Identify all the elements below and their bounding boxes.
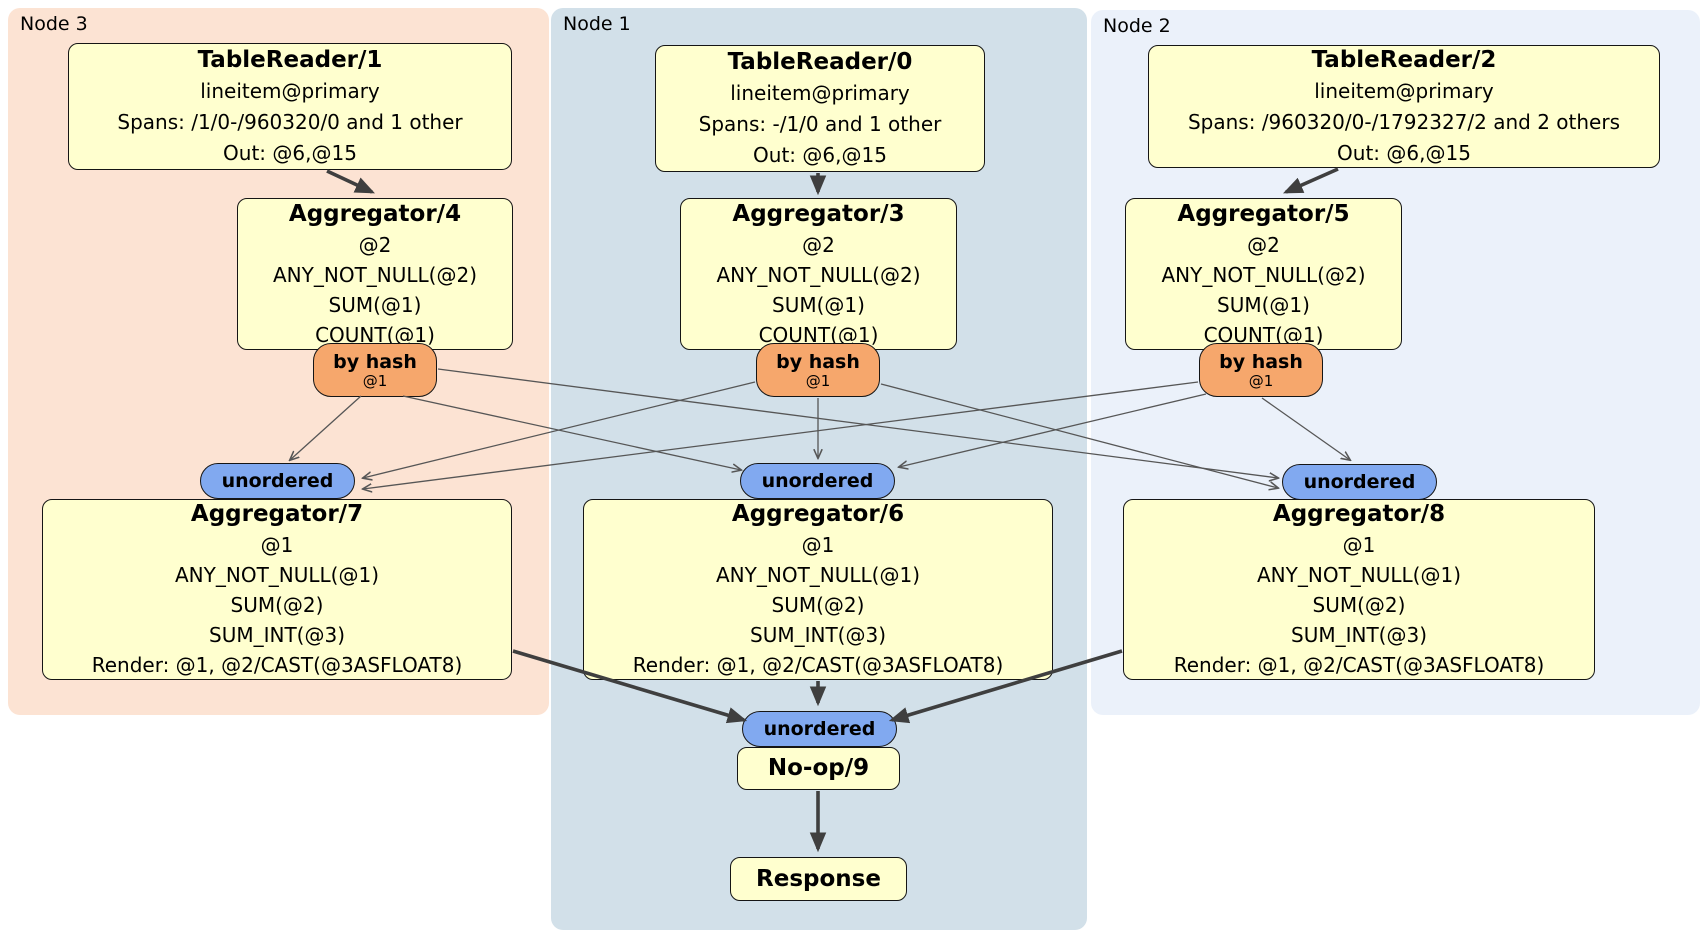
node-title: Aggregator/6 xyxy=(731,501,905,527)
node-aggregator-3: Aggregator/3 @2 ANY_NOT_NULL(@2) SUM(@1)… xyxy=(680,198,957,350)
node-title: Aggregator/5 xyxy=(1177,200,1350,227)
node-title: TableReader/0 xyxy=(727,48,913,75)
node-title: Aggregator/3 xyxy=(732,200,905,227)
region-label-node2: Node 2 xyxy=(1103,15,1171,37)
node-tablereader-2: TableReader/2 lineitem@primary Spans: /9… xyxy=(1148,45,1660,168)
node-aggregator-7: Aggregator/7 @1 ANY_NOT_NULL(@1) SUM(@2)… xyxy=(42,499,512,680)
node-title: Aggregator/8 xyxy=(1272,501,1446,527)
node-title: Aggregator/4 xyxy=(288,200,462,227)
sync-unordered-node3: unordered xyxy=(200,463,355,499)
node-noop-9: No-op/9 xyxy=(737,747,900,790)
node-aggregator-4: Aggregator/4 @2 ANY_NOT_NULL(@2) SUM(@1)… xyxy=(237,198,513,350)
node-title: Response xyxy=(756,865,881,892)
node-title: No-op/9 xyxy=(767,755,870,781)
node-tablereader-0: TableReader/0 lineitem@primary Spans: -/… xyxy=(655,45,985,172)
node-title: TableReader/1 xyxy=(197,46,383,73)
router-by-hash-node2: by hash @1 xyxy=(1199,343,1323,397)
region-label-node3: Node 3 xyxy=(20,13,88,35)
node-response: Response xyxy=(730,857,907,901)
sync-unordered-node1: unordered xyxy=(740,463,895,499)
node-aggregator-6: Aggregator/6 @1 ANY_NOT_NULL(@1) SUM(@2)… xyxy=(583,499,1053,680)
region-label-node1: Node 1 xyxy=(563,13,631,35)
router-by-hash-node3: by hash @1 xyxy=(313,343,437,397)
node-title: TableReader/2 xyxy=(1311,46,1497,73)
node-tablereader-1: TableReader/1 lineitem@primary Spans: /1… xyxy=(68,43,512,170)
sync-unordered-final: unordered xyxy=(742,711,897,747)
node-title: Aggregator/7 xyxy=(190,501,364,527)
node-aggregator-5: Aggregator/5 @2 ANY_NOT_NULL(@2) SUM(@1)… xyxy=(1125,198,1402,350)
node-aggregator-8: Aggregator/8 @1 ANY_NOT_NULL(@1) SUM(@2)… xyxy=(1123,499,1595,680)
sync-unordered-node2: unordered xyxy=(1282,464,1437,500)
router-by-hash-node1: by hash @1 xyxy=(756,343,880,397)
